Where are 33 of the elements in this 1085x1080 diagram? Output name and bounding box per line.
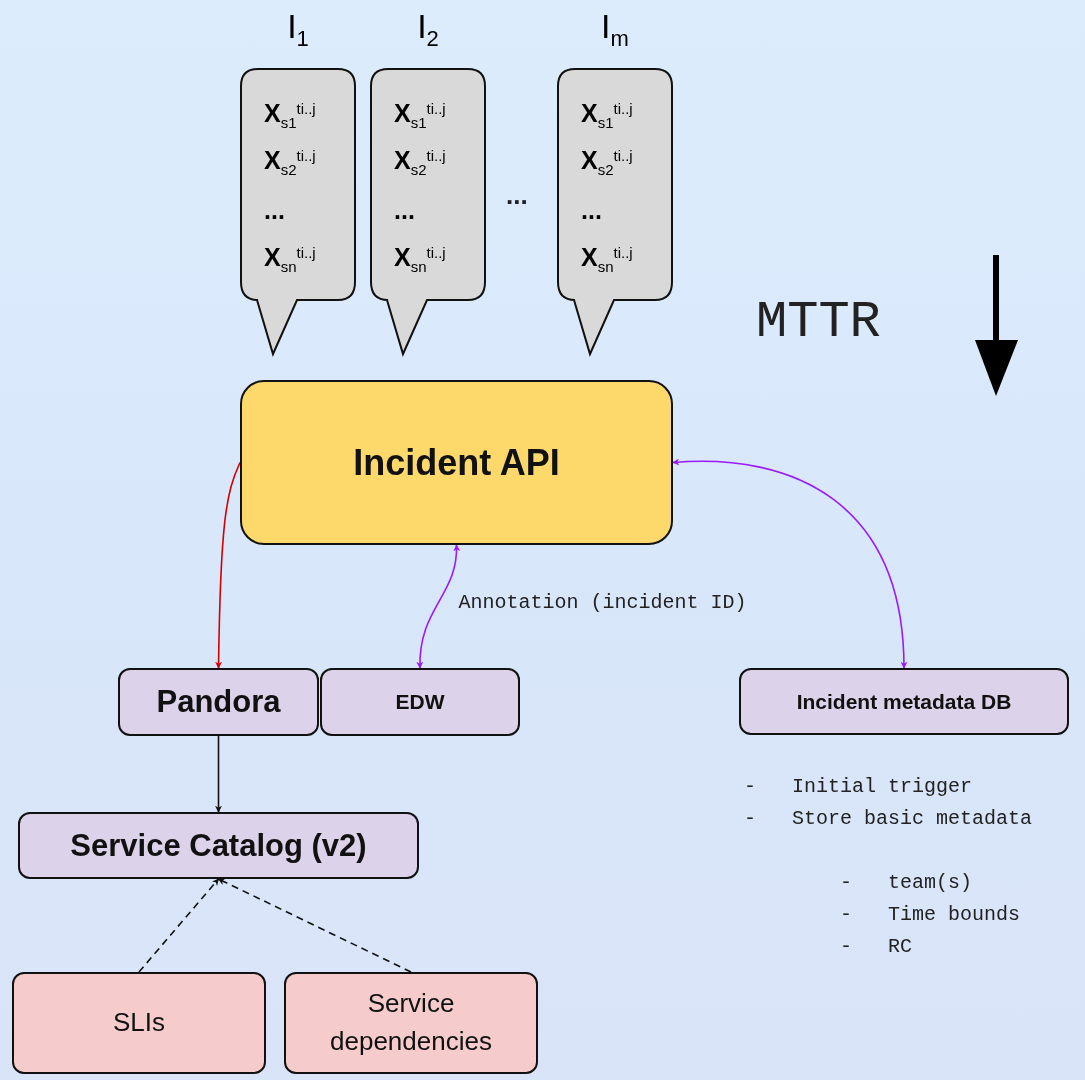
ellipsis-text: ... (506, 180, 528, 212)
arrow (138, 878, 220, 973)
source-box (284, 972, 538, 1074)
arrow (217, 878, 412, 973)
note-item: - team(s) (840, 870, 973, 896)
node-label: Service Catalog (v2) (70, 827, 367, 864)
process-box (18, 812, 419, 879)
metric-term: ... (581, 195, 602, 225)
note-item: - Initial trigger (744, 774, 973, 800)
metric-name: MTTR (756, 292, 881, 354)
storage-box (320, 668, 520, 736)
note-item: - Store basic metadata (744, 806, 1034, 832)
arrow (215, 735, 222, 813)
process-box (240, 380, 673, 545)
interval-heading: I$_{1}$ (286, 6, 310, 53)
note-item: - Time bounds (840, 902, 1021, 928)
node-label: Service dependencies (329, 987, 493, 1058)
arrow (672, 458, 908, 669)
interval-heading: I$_{2}$ (416, 6, 440, 53)
interval-heading: I$_{m}$ (600, 6, 630, 53)
node-label: Pandora (156, 684, 281, 720)
node-label: EDW (395, 690, 445, 714)
process-box (118, 668, 319, 736)
metric-term: ... (394, 195, 415, 225)
arrow (416, 544, 460, 669)
node-label: Incident API (353, 441, 560, 484)
node-label: Incident metadata DB (796, 689, 1012, 714)
node-label: SLIs (112, 1006, 166, 1040)
source-box (12, 972, 266, 1074)
note-item: - RC (840, 934, 912, 960)
arrow (215, 461, 241, 669)
database-box (739, 668, 1069, 735)
metric-term: ... (264, 195, 285, 225)
